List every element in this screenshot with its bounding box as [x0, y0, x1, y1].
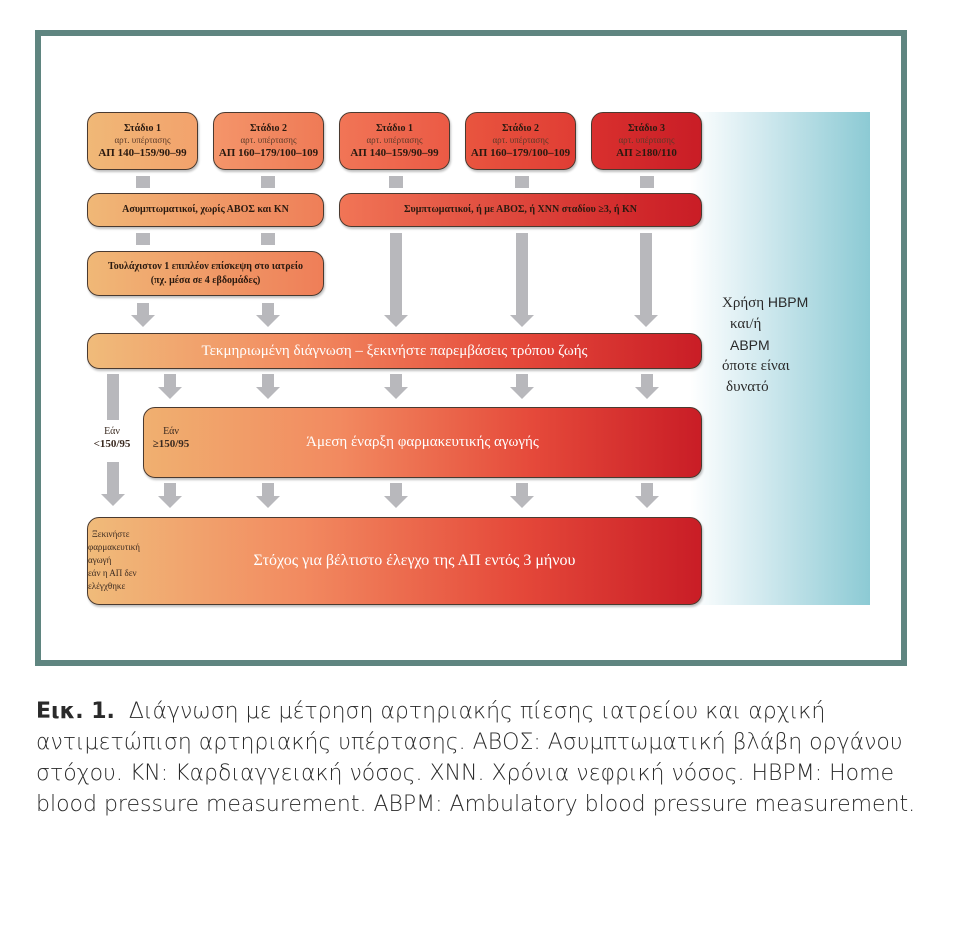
arrow-down-icon [635, 374, 659, 399]
stage-subtitle: αρτ. υπέρτασης [366, 135, 423, 145]
stage-title: Στάδιο 3 [627, 123, 666, 134]
arrow-down-icon [384, 233, 408, 327]
treatment-text: Άμεση έναρξη φαρμακευτικής αγωγής [306, 434, 539, 450]
condition-low-value: <150/95 [93, 438, 131, 450]
stage-box-left-2: Στάδιο 2 αρτ. υπέρτασης ΑΠ 160–179/100–1… [213, 112, 324, 170]
condition-low-label: Εάν [104, 426, 120, 437]
connector [261, 176, 275, 188]
fallback-line: ελέγχθηκε [88, 581, 126, 591]
stage-subtitle: αρτ. υπέρτασης [114, 135, 171, 145]
extra-visit-line1: Τουλάχιστον 1 επιπλέον επίσκεψη στο ιατρ… [108, 260, 303, 272]
fallback-line: αγωγή [88, 555, 112, 565]
extra-visit-box: Τουλάχιστον 1 επιπλέον επίσκεψη στο ιατρ… [87, 251, 324, 296]
connector [515, 176, 529, 188]
arrow-down-icon [634, 233, 658, 327]
connector [261, 233, 275, 245]
connector [389, 176, 403, 188]
side-line-1: Χρήση HBPM [722, 292, 852, 314]
asymptomatic-text: Ασυμπτωματικοί, χωρίς ΑΒΟΣ και ΚΝ [122, 204, 289, 215]
side-line-1a: Χρήση [722, 295, 768, 311]
arrow-down-icon [256, 303, 280, 327]
condition-high-value: ≥150/95 [152, 438, 190, 450]
arrow-down-icon [158, 374, 182, 399]
connector [640, 176, 654, 188]
diagnosis-text: Τεκμηριωμένη διάγνωση – ξεκινήστε παρεμβ… [201, 342, 588, 359]
fallback-line: φαρμακευτική [88, 542, 140, 552]
diagnosis-box: Τεκμηριωμένη διάγνωση – ξεκινήστε παρεμβ… [87, 333, 702, 369]
connector [136, 233, 150, 245]
fallback-treatment-note: Ξεκινήστε φαρμακευτική αγωγή εάν η ΑΠ δε… [88, 528, 158, 593]
side-panel-text: Χρήση HBPM και/ή ABPM όποτε είναι δυνατό [722, 292, 852, 398]
arrow-down-icon [510, 233, 534, 327]
stage-box-right-3: Στάδιο 3 αρτ. υπέρτασης ΑΠ ≥180/110 [591, 112, 702, 170]
symptomatic-box: Συμπτωματικοί, ή με ΑΒΟΣ, ή ΧΝΝ σταδίου … [339, 193, 702, 227]
target-text: Στόχος για βέλτιστο έλεγχο της ΑΠ εντός … [253, 552, 576, 569]
fallback-line: εάν η ΑΠ δεν [88, 568, 137, 578]
stage-range: ΑΠ 160–179/100–109 [470, 147, 571, 159]
side-line-5: δυνατό [726, 379, 769, 395]
symptomatic-text: Συμπτωματικοί, ή με ΑΒΟΣ, ή ΧΝΝ σταδίου … [403, 204, 638, 215]
asymptomatic-box: Ασυμπτωματικοί, χωρίς ΑΒΟΣ και ΚΝ [87, 193, 324, 227]
arrow-down-icon [256, 374, 280, 399]
side-line-4: όποτε είναι [722, 358, 790, 374]
caption-text: Διάγνωση με μέτρηση αρτηριακής πίεσης ια… [36, 699, 916, 817]
stage-subtitle: αρτ. υπέρτασης [492, 135, 549, 145]
arrow-down-icon [131, 303, 155, 327]
arrow-down-icon [510, 374, 534, 399]
condition-label-background [90, 420, 136, 462]
stage-title: Στάδιο 2 [249, 123, 288, 134]
stage-range: ΑΠ 140–159/90–99 [98, 147, 187, 159]
stage-title: Στάδιο 1 [123, 123, 162, 134]
side-line-1b: HBPM [767, 294, 809, 310]
treatment-box: Άμεση έναρξη φαρμακευτικής αγωγής [143, 407, 702, 478]
arrow-down-icon [158, 483, 182, 508]
stage-title: Στάδιο 1 [375, 123, 414, 134]
condition-low: Εάν <150/95 [88, 425, 136, 451]
caption-label: Εικ. 1. [36, 699, 115, 724]
arrow-down-icon [256, 483, 280, 508]
stage-range: ΑΠ 160–179/100–109 [218, 147, 319, 159]
side-line-3: ABPM [730, 337, 770, 353]
stage-subtitle: αρτ. υπέρτασης [240, 135, 297, 145]
side-line-2: και/ή [730, 316, 762, 332]
fallback-line: Ξεκινήστε [92, 529, 130, 539]
stage-range: ΑΠ ≥180/110 [616, 147, 677, 159]
arrow-down-icon [384, 483, 408, 508]
stage-title: Στάδιο 2 [501, 123, 540, 134]
connector [136, 176, 150, 188]
extra-visit-line2: (πχ. μέσα σε 4 εβδομάδες) [150, 274, 261, 286]
stage-box-right-2: Στάδιο 2 αρτ. υπέρτασης ΑΠ 160–179/100–1… [465, 112, 576, 170]
stage-box-left-1: Στάδιο 1 αρτ. υπέρτασης ΑΠ 140–159/90–99 [87, 112, 198, 170]
figure-caption: Εικ. 1. Διάγνωση με μέτρηση αρτηριακής π… [36, 696, 946, 820]
condition-high: Εάν ≥150/95 [148, 425, 194, 451]
side-panel-background [690, 112, 870, 605]
condition-high-label: Εάν [163, 426, 179, 437]
arrow-down-icon [510, 483, 534, 508]
stage-range: ΑΠ 140–159/90–99 [350, 147, 439, 159]
target-box: Στόχος για βέλτιστο έλεγχο της ΑΠ εντός … [87, 517, 702, 605]
arrow-down-icon [635, 483, 659, 508]
arrow-down-icon [384, 374, 408, 399]
stage-subtitle: αρτ. υπέρτασης [618, 135, 675, 145]
stage-box-right-1: Στάδιο 1 αρτ. υπέρτασης ΑΠ 140–159/90–99 [339, 112, 450, 170]
